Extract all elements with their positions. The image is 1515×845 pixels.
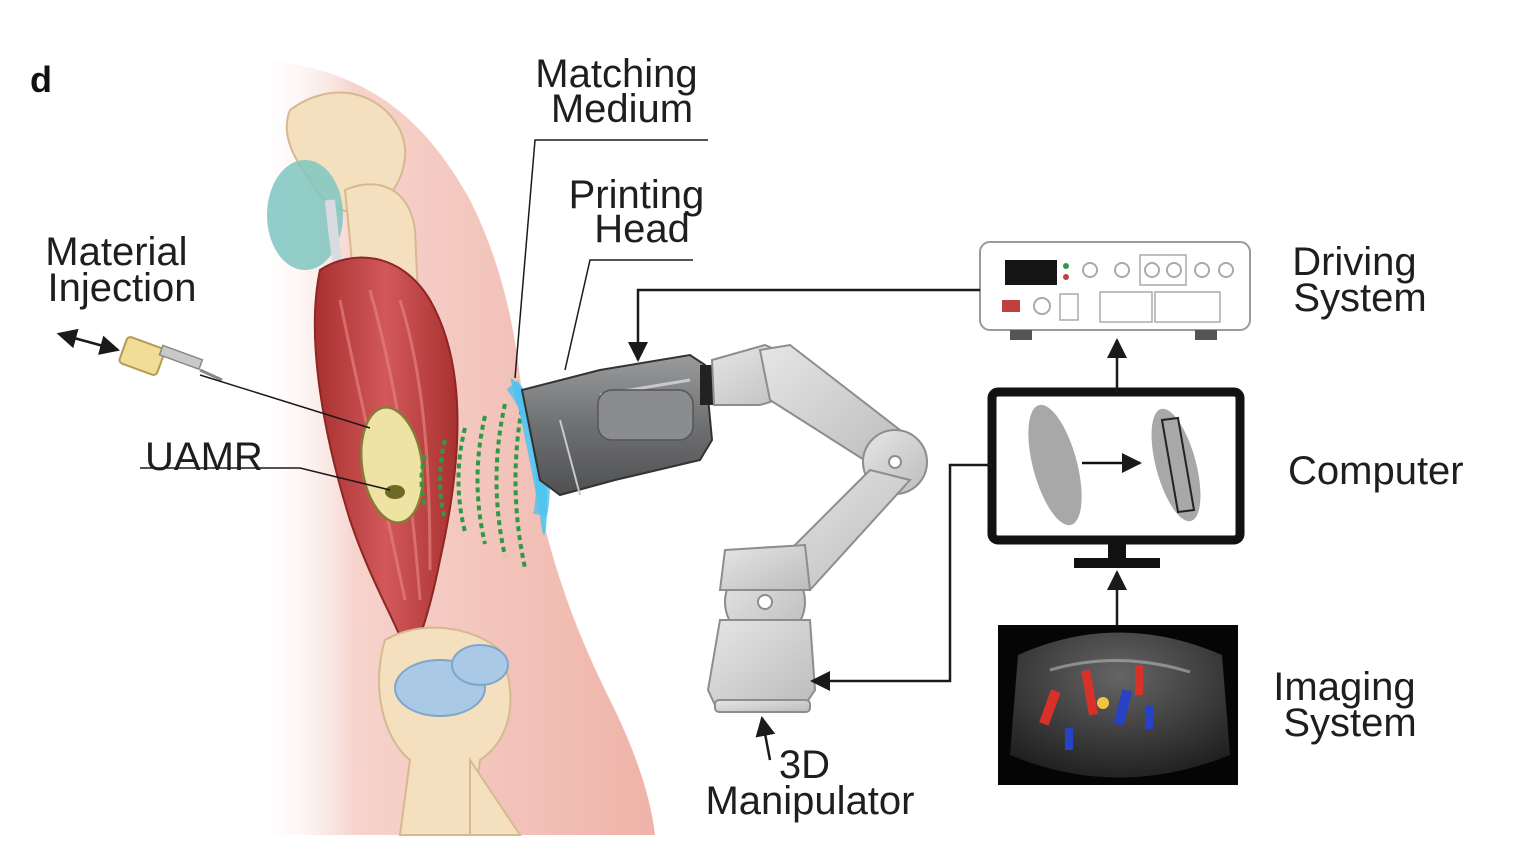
imaging-system-label: Imaging System bbox=[1273, 665, 1426, 745]
ultrasound-image bbox=[998, 625, 1238, 785]
driving-system-device bbox=[979, 241, 1251, 340]
driving-system-label: Driving System bbox=[1292, 240, 1428, 320]
robot-arm bbox=[706, 343, 928, 713]
panel-label: d bbox=[30, 59, 52, 100]
matching-medium-label: Matching Medium bbox=[535, 52, 708, 131]
connector-lines bbox=[56, 288, 1127, 761]
printing-head-label: Printing Head bbox=[569, 173, 716, 251]
leader-lines bbox=[140, 139, 708, 491]
uamr-label: UAMR bbox=[145, 435, 263, 479]
computer-monitor bbox=[987, 387, 1245, 568]
material-injection-label: Material Injection bbox=[45, 230, 198, 310]
syringe bbox=[118, 336, 223, 382]
uamr-target bbox=[385, 485, 405, 499]
computer-label: Computer bbox=[1288, 449, 1464, 493]
manipulator-label: 3D Manipulator bbox=[705, 743, 914, 823]
implant-region bbox=[359, 406, 425, 524]
arm-illustration bbox=[255, 60, 655, 836]
shoulder-cartilage bbox=[267, 160, 343, 270]
acoustic-waves bbox=[419, 391, 527, 569]
printing-head bbox=[520, 353, 714, 497]
